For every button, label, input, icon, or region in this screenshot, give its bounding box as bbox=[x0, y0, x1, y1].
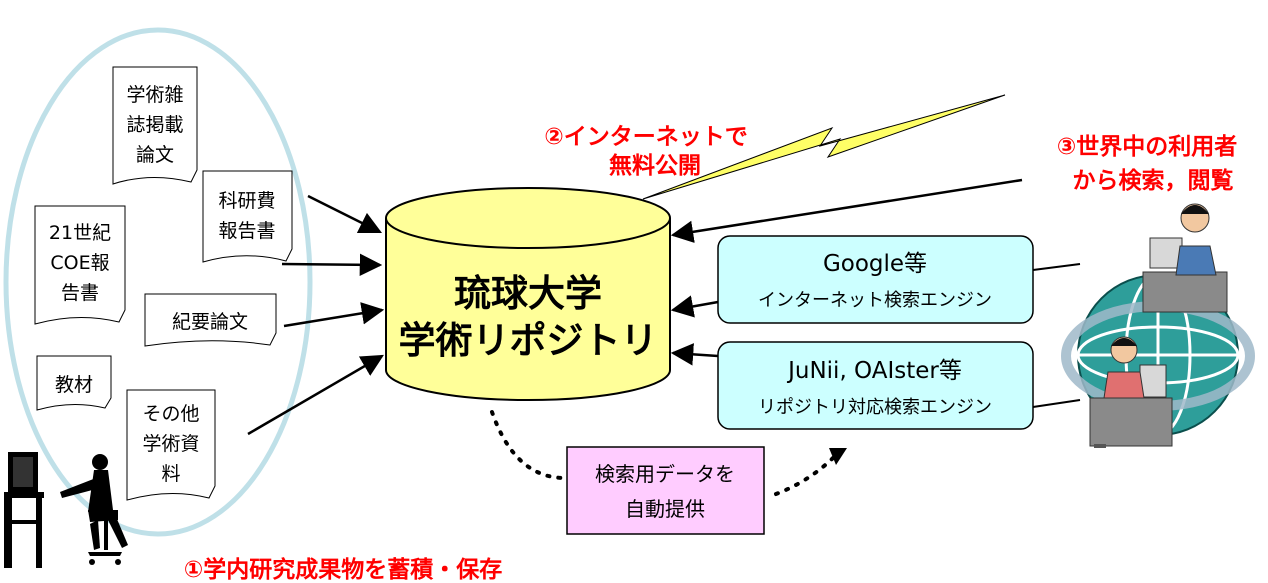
doc-journal-line-3: 論文 bbox=[136, 144, 174, 166]
engine-google-subtitle: インターネット検索エンジン bbox=[758, 290, 992, 311]
arrow-kiyou-to-repo bbox=[283, 302, 385, 328]
engine-junii-title: JuNii, OAIster等 bbox=[786, 358, 962, 384]
step2-line-2: 無料公開 bbox=[609, 153, 701, 179]
arrow-junii-to-repo bbox=[670, 343, 719, 366]
arrow-coe-to-repo bbox=[281, 253, 383, 277]
line-junii-to-users bbox=[1032, 399, 1081, 408]
line-google-to-users bbox=[1032, 263, 1081, 271]
doc-kyozai: 教材 bbox=[36, 355, 112, 411]
doc-other-line-3: 料 bbox=[161, 463, 180, 485]
doc-other-line-2: 学術資 bbox=[142, 433, 199, 455]
doc-kaken-line-1: 科研費 bbox=[218, 190, 275, 212]
step3-line-1: ③世界中の利用者 bbox=[1057, 134, 1237, 160]
feed-line-2: 自動提供 bbox=[625, 497, 705, 521]
arrow-kaken-to-repo bbox=[307, 194, 383, 234]
arrow-google-to-repo bbox=[670, 295, 719, 318]
feed-line-1: 検索用データを bbox=[595, 462, 735, 486]
repository-title-line-1: 琉球大学 bbox=[454, 272, 602, 315]
doc-kaken: 科研費 報告書 bbox=[202, 170, 293, 263]
engine-junii-subtitle: リポジトリ対応検索エンジン bbox=[758, 397, 992, 418]
doc-kyozai-line-1: 教材 bbox=[55, 374, 93, 396]
arrow-users-to-repo bbox=[670, 178, 1023, 243]
dotted-arrow-feed-to-engines bbox=[774, 456, 835, 496]
doc-other-line-1: その他 bbox=[142, 403, 199, 425]
doc-coe-line-3: 告書 bbox=[61, 282, 99, 304]
dotted-arrow-repo-to-feed bbox=[490, 410, 567, 480]
researcher-at-computer-icon bbox=[4, 452, 128, 568]
engine-junii-box: JuNii, OAIster等 リポジトリ対応検索エンジン bbox=[717, 341, 1034, 430]
step1-label: ①学内研究成果物を蓄積・保存 bbox=[184, 556, 502, 583]
doc-coe: 21世紀 COE報 告書 bbox=[34, 205, 126, 325]
step2-line-1: ②インターネットで bbox=[544, 124, 747, 150]
user-top-right-icon bbox=[1142, 203, 1228, 313]
doc-kiyou-line-1: 紀要論文 bbox=[172, 311, 248, 333]
step3-line-2: から検索，閲覧 bbox=[1073, 167, 1234, 194]
doc-journal-line-1: 学術雑 bbox=[126, 84, 183, 106]
doc-journal-line-2: 誌掲載 bbox=[126, 114, 183, 136]
doc-other: その他 学術資 料 bbox=[126, 389, 216, 501]
lightning-bolt bbox=[642, 94, 1006, 200]
doc-kaken-line-2: 報告書 bbox=[218, 220, 275, 242]
engine-google-title: Google等 bbox=[823, 251, 927, 277]
feed-data-box: 検索用データを 自動提供 bbox=[566, 446, 765, 535]
dotted-arrow-head bbox=[829, 448, 847, 465]
user-bottom-right-icon bbox=[1089, 336, 1173, 448]
engine-google-box: Google等 インターネット検索エンジン bbox=[717, 235, 1034, 324]
doc-journal: 学術雑 誌掲載 論文 bbox=[112, 66, 198, 185]
research-materials-ellipse bbox=[3, 27, 313, 537]
doc-coe-line-2: COE報 bbox=[50, 252, 109, 274]
repository-cylinder: 琉球大学 学術リポジトリ bbox=[385, 187, 671, 401]
doc-coe-line-1: 21世紀 bbox=[49, 222, 111, 244]
doc-kiyou: 紀要論文 bbox=[144, 293, 277, 347]
repository-title-line-2: 学術リポジトリ bbox=[399, 319, 658, 362]
arrow-other-to-repo bbox=[247, 354, 384, 436]
